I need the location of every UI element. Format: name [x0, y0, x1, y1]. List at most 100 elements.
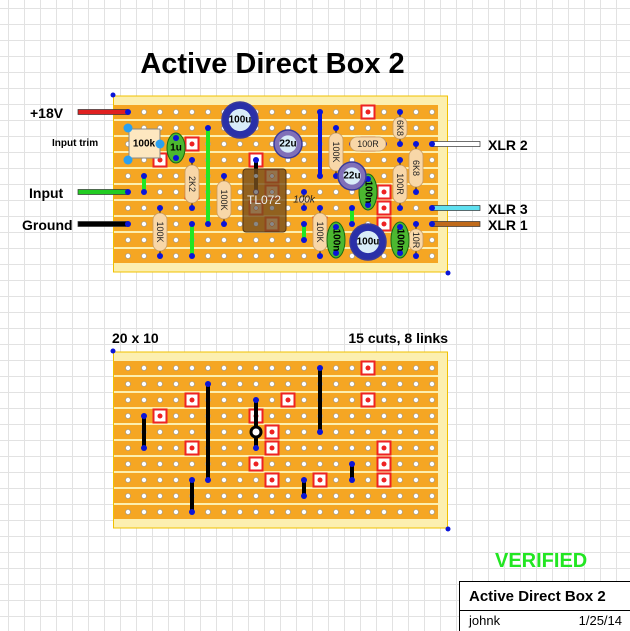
- component-label: 100n: [331, 229, 342, 252]
- link-end: [349, 205, 355, 211]
- link-end: [141, 445, 147, 451]
- hole: [157, 365, 163, 371]
- ic-pin: [270, 174, 274, 178]
- trimmer-potentiometer: [128, 128, 161, 159]
- trimmer-pin: [123, 155, 133, 165]
- pad: [397, 224, 403, 230]
- hole: [237, 205, 243, 211]
- link-end: [189, 477, 195, 483]
- hole: [205, 109, 211, 115]
- hole: [429, 125, 435, 131]
- hole: [349, 109, 355, 115]
- link-end: [141, 189, 147, 195]
- hole: [157, 445, 163, 451]
- capacitor-top: [228, 108, 252, 132]
- hole: [301, 461, 307, 467]
- hole: [381, 493, 387, 499]
- hole: [413, 413, 419, 419]
- hole: [253, 509, 259, 515]
- hole: [253, 237, 259, 243]
- hole: [285, 381, 291, 387]
- hole: [237, 429, 243, 435]
- hole: [269, 381, 275, 387]
- hole: [365, 477, 371, 483]
- film-capacitor: [166, 132, 186, 164]
- copper-strip: [114, 505, 438, 519]
- hole: [429, 365, 435, 371]
- hole: [365, 125, 371, 131]
- hole: [413, 461, 419, 467]
- hole: [381, 173, 387, 179]
- hole: [349, 253, 355, 259]
- resistor: [184, 164, 200, 204]
- pad: [189, 157, 195, 163]
- hole: [397, 461, 403, 467]
- hole: [253, 493, 259, 499]
- hole: [237, 509, 243, 515]
- hole: [173, 493, 179, 499]
- hole: [413, 445, 419, 451]
- hole: [333, 365, 339, 371]
- hole: [301, 429, 307, 435]
- wire-ground: [77, 221, 129, 227]
- track-cut-dot: [365, 397, 371, 403]
- hole: [333, 429, 339, 435]
- film-capacitor: [390, 221, 410, 259]
- track-cut-dot: [269, 477, 275, 483]
- hole: [253, 253, 259, 259]
- hole: [157, 381, 163, 387]
- hole: [365, 445, 371, 451]
- hole: [125, 461, 131, 467]
- component-label: 100R: [395, 173, 405, 195]
- hole: [237, 381, 243, 387]
- board-size-label: 20 x 10: [112, 330, 159, 346]
- title-block-date: 1/25/14: [578, 613, 622, 628]
- ic-chip: [242, 168, 287, 233]
- track-cut-dot: [365, 109, 371, 115]
- hole: [397, 365, 403, 371]
- label-xlr3: XLR 3: [488, 201, 528, 217]
- hole: [173, 365, 179, 371]
- ic-pin: [270, 206, 274, 210]
- hole: [125, 365, 131, 371]
- resistor: [349, 136, 387, 152]
- hole: [349, 509, 355, 515]
- hole: [173, 381, 179, 387]
- pad: [317, 253, 323, 259]
- resistor: [152, 212, 168, 252]
- hole: [141, 461, 147, 467]
- hole: [381, 429, 387, 435]
- ic-pin: [254, 174, 258, 178]
- resistor: [392, 116, 408, 140]
- hole: [381, 509, 387, 515]
- hole: [237, 237, 243, 243]
- link-end: [349, 221, 355, 227]
- hole: [413, 365, 419, 371]
- hole: [221, 381, 227, 387]
- pad: [397, 141, 403, 147]
- wire-xlr1: [431, 221, 481, 227]
- hole: [237, 253, 243, 259]
- component-label: 10R: [411, 232, 421, 249]
- hole: [221, 429, 227, 435]
- hole: [173, 237, 179, 243]
- link-end: [317, 173, 323, 179]
- label-input-trim: Input trim: [52, 138, 99, 149]
- page-title: Active Direct Box 2: [140, 48, 405, 80]
- hole: [365, 429, 371, 435]
- hole: [333, 381, 339, 387]
- hole: [397, 493, 403, 499]
- hole: [301, 109, 307, 115]
- wire-pivot: [249, 425, 263, 439]
- hole: [253, 141, 259, 147]
- hole: [397, 397, 403, 403]
- hole: [381, 125, 387, 131]
- component-label: TL072: [247, 193, 281, 207]
- pad: [173, 155, 179, 161]
- capacitor-top: [356, 230, 380, 254]
- hole: [125, 173, 131, 179]
- hole: [237, 221, 243, 227]
- hole: [301, 365, 307, 371]
- link-end: [141, 413, 147, 419]
